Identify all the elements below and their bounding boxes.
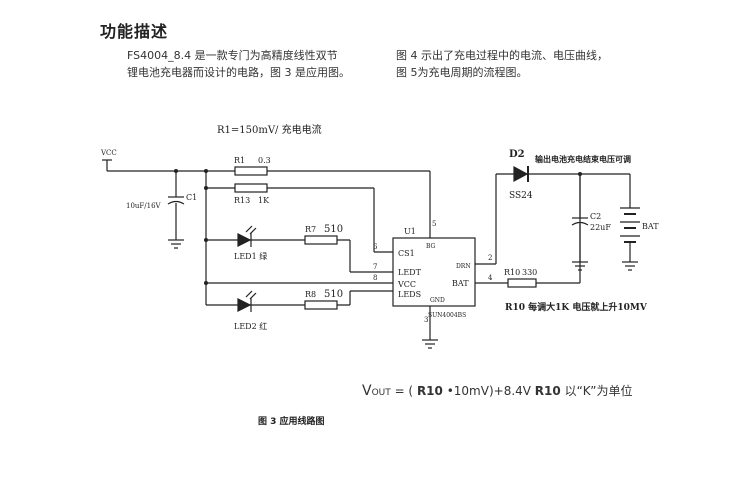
r1-label: R1 xyxy=(234,156,245,165)
formula-part1: = ( xyxy=(390,384,417,398)
pin-bg-label: BG xyxy=(426,243,436,250)
chip-part-label: SUN4004BS xyxy=(428,312,466,319)
pin-drn-label: DRN xyxy=(456,263,471,270)
pin-bat-label: BAT xyxy=(452,279,469,288)
r10-resistor xyxy=(507,278,537,288)
intro-right-line-1: 图 4 示出了充电过程中的电流、电压曲线， xyxy=(396,49,608,62)
figure-caption: 图 3 应用线路图 xyxy=(258,417,325,427)
r1-note-label: R1=150mV/ 充电电流 xyxy=(217,123,322,136)
r13-label: R13 xyxy=(234,196,250,205)
pin5-number: 5 xyxy=(432,220,436,228)
r10-value-label: 330 xyxy=(522,268,537,277)
d2-label: D2 xyxy=(509,149,525,160)
r7-label: R7 xyxy=(305,225,316,234)
pin7-number: 7 xyxy=(373,263,377,271)
intro-left-line-1: FS4004_8.4 是一款专门为高精度线性双节 xyxy=(127,49,338,62)
vcc-label: VCC xyxy=(100,149,117,157)
formula-v: V xyxy=(362,383,372,399)
u1-label: U1 xyxy=(404,227,416,236)
c1-label: C1 xyxy=(186,193,197,202)
r10-note-label: R10 每调大1K 电压就上升10MV xyxy=(505,301,648,313)
pin6-number: 6 xyxy=(373,243,378,251)
r1-value-label: 0.3 xyxy=(258,156,271,165)
led2-label: LED2 红 xyxy=(234,321,267,331)
pin-leds-label: LEDS xyxy=(398,290,421,299)
r8-value-label: 510 xyxy=(324,289,343,300)
r7-resistor xyxy=(304,235,338,245)
pin-cs1-label: CS1 xyxy=(398,249,415,258)
r13-resistor xyxy=(234,183,268,193)
formula-part2: •10mV)+8.4V xyxy=(442,384,535,398)
formula-r10-unit: R10 xyxy=(534,384,561,398)
pin-vcc-label: VCC xyxy=(397,280,416,289)
r8-resistor xyxy=(304,300,338,310)
led2-icon xyxy=(237,290,257,312)
c1-value-label: 10uF/16V xyxy=(126,202,162,210)
pin-gnd-label: GND xyxy=(430,297,445,304)
led1-icon xyxy=(237,225,257,247)
d2-diode-icon xyxy=(513,165,529,183)
bat-label: BAT xyxy=(642,222,659,231)
intro-left-line-2: 锂电池充电器而设计的电路，图 3 是应用图。 xyxy=(127,66,350,79)
r7-value-label: 510 xyxy=(324,224,343,235)
led1-label: LED1 绿 xyxy=(234,252,267,261)
r1-resistor xyxy=(234,166,268,176)
pin2-number: 2 xyxy=(488,254,492,262)
pin3-number: 3 xyxy=(424,316,428,324)
pin-ledt-label: LEDT xyxy=(398,268,422,277)
intro-right-line-2: 图 5为充电周期的流程图。 xyxy=(396,66,528,79)
r10-label: R10 xyxy=(504,268,520,277)
r8-label: R8 xyxy=(305,290,316,299)
d2-value-label: SS24 xyxy=(509,191,533,201)
pin4-number: 4 xyxy=(488,274,493,282)
c2-label: C2 xyxy=(590,212,601,221)
c2-value-label: 22uF xyxy=(590,223,611,232)
intro-right-paragraph: 图 4 示出了充电过程中的电流、电压曲线， 图 5为充电周期的流程图。 xyxy=(396,47,608,81)
section-heading: 功能描述 xyxy=(100,22,169,41)
formula-r10: R10 xyxy=(416,384,443,398)
d2-note-label: 输出电池充电结束电压可调 xyxy=(535,154,631,164)
output-voltage-formula: VOUT = ( R10 •10mV)+8.4V R10 以“K”为单位 xyxy=(362,382,633,399)
formula-part3: 以“K”为单位 xyxy=(560,384,633,398)
pin8-number: 8 xyxy=(373,274,377,282)
r13-value-label: 1K xyxy=(258,196,270,205)
formula-out: OUT xyxy=(371,388,391,398)
intro-left-paragraph: FS4004_8.4 是一款专门为高精度线性双节 锂电池充电器而设计的电路，图 … xyxy=(127,47,350,81)
